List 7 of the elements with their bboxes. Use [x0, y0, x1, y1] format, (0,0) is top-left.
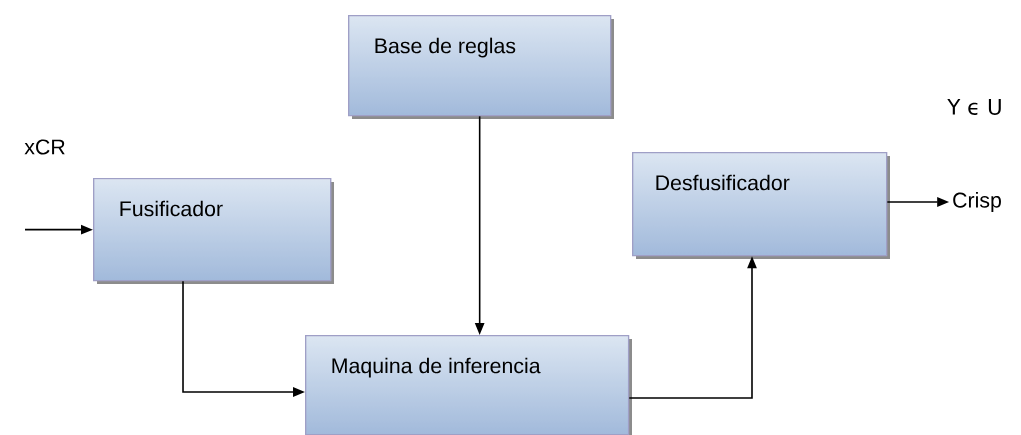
process-box: Base de reglas — [348, 15, 614, 119]
output-label: Crisp — [953, 192, 1001, 212]
process-box: Fusificador — [93, 178, 334, 284]
process-box: Maquina de inferencia — [305, 335, 632, 435]
signal-label: Y ϵ U — [947, 99, 1001, 115]
signal-label: xCR — [24, 139, 65, 155]
process-box: Desfusificador — [632, 152, 890, 259]
